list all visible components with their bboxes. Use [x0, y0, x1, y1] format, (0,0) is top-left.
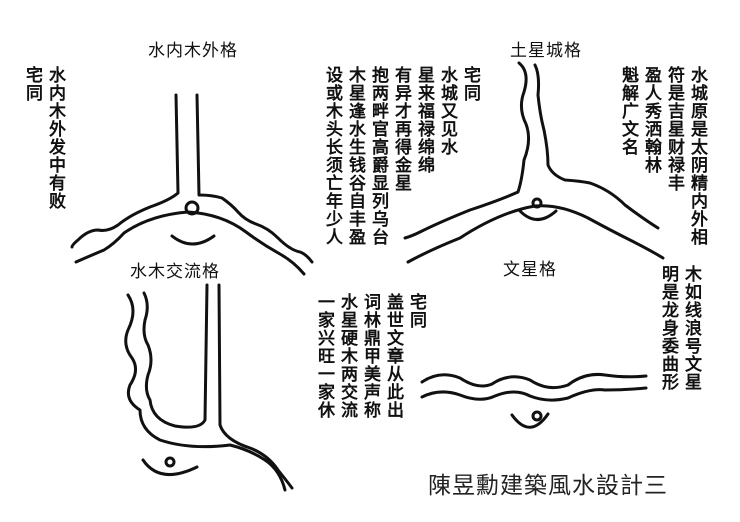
diagram-4-title: 文星格	[503, 260, 557, 280]
note-column: 宅同	[22, 66, 42, 102]
poem-column: 木如线浪号文星	[681, 265, 701, 391]
diagram-3-title: 水木交流格	[130, 262, 220, 282]
poem-column: 水城又见水	[437, 66, 457, 156]
hill-arc-icon	[170, 234, 216, 246]
diagram-2-poem: 水城原是太阴精内外相 符是吉星财禄丰 盈人秀洒翰林 魁解广文名	[618, 66, 707, 246]
poem-column: 设或木头长须亡年少人	[322, 66, 342, 246]
poem-column: 星来福禄绵绵	[414, 66, 434, 174]
poem-column: 水星硬木两交流	[337, 293, 357, 419]
poem-column: 宅同	[406, 293, 426, 329]
diagram-1-note: 水内木外发中有败 宅同	[22, 66, 65, 210]
poem-column: 一家兴旺一家休	[314, 293, 334, 419]
caption: 陳昱勳建築風水設計三	[428, 473, 668, 499]
diagram-3-poem: 宅同 盖世文章从此出 词林鼎甲美声称 水星硬木两交流 一家兴旺一家休	[314, 293, 426, 419]
diagram-2-title: 土星城格	[510, 41, 582, 61]
diagram-water-wood-crossflow	[124, 283, 294, 492]
house-site-dot-icon	[184, 200, 200, 216]
diagram-literary-star	[420, 373, 648, 429]
note-column: 水内木外发中有败	[45, 66, 65, 210]
poem-column: 宅同	[460, 66, 480, 102]
poem-column: 水城原是太阴精内外相	[687, 66, 707, 246]
poem-column: 有异才再得金星	[391, 66, 411, 192]
diagram-water-inside-wood-outside	[70, 93, 314, 276]
diagram-1-poem: 宅同 水城又见水 星来福禄绵绵 有异才再得金星 抱两畔官高爵显列乌台 木星逢水生…	[322, 66, 480, 246]
poem-column: 盈人秀洒翰林	[641, 66, 661, 174]
poem-column: 词林鼎甲美声称	[360, 293, 380, 419]
poem-column: 盖世文章从此出	[383, 293, 403, 419]
diagram-4-poem: 木如线浪号文星 明是龙身委曲形	[658, 265, 701, 391]
poem-column: 魁解广文名	[618, 66, 638, 156]
poem-column: 明是龙身委曲形	[658, 265, 678, 391]
diagram-earth-star-city	[403, 61, 665, 264]
diagram-1-title: 水内木外格	[148, 41, 238, 61]
poem-column: 符是吉星财禄丰	[664, 66, 684, 192]
poem-column: 木星逢水生钱谷自丰盈	[345, 66, 365, 246]
poem-column: 抱两畔官高爵显列乌台	[368, 66, 388, 246]
